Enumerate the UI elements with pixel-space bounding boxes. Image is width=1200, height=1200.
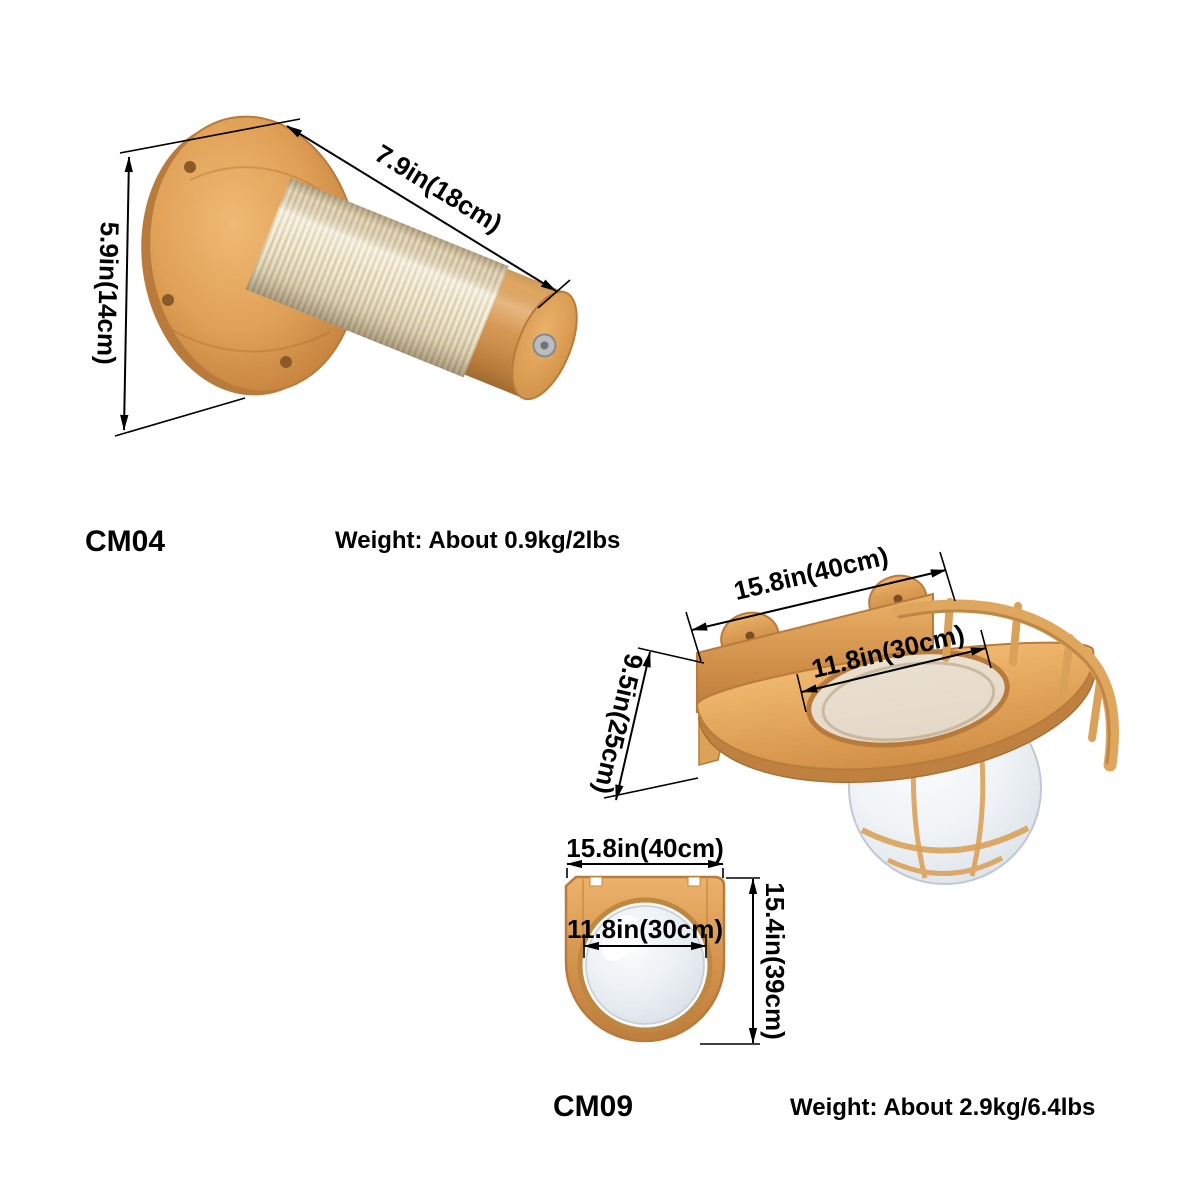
cm04-screw-hole (280, 356, 292, 368)
extension-line (537, 279, 571, 309)
cm04-screw-hole (162, 294, 174, 306)
cm04-diameter-dimension-label: 5.9in(14cm) (91, 221, 125, 365)
extension-line (685, 611, 702, 662)
cm04-screw-hole (184, 161, 196, 173)
cm04-end-screw-center (540, 341, 549, 350)
cm09-railing-baluster (1088, 678, 1104, 742)
cm04-weight-label: Weight: About 0.9kg/2lbs (335, 527, 620, 554)
extension-line (119, 118, 301, 154)
cm09-front-width-dimension-label: 15.8in(40cm) (566, 833, 724, 863)
cm09-dome-lattice (860, 825, 1030, 854)
cm09-railing (891, 598, 1119, 772)
cm09-perspective-illustration (695, 574, 1119, 885)
cm09-depth-dimension-line (615, 651, 651, 801)
cm09-top-inner-dimension-line (801, 647, 987, 693)
cm09-front-dimensions: 15.8in(40cm) 11.8in(30cm) 15.4in(39cm) (566, 833, 790, 1045)
cm04-diameter-dimension-line (120, 156, 133, 431)
cm09-railing-rail-shade (897, 609, 1111, 765)
cm09-front-notch (687, 876, 701, 887)
extension-line (796, 673, 807, 713)
cm09-front-inner-dimension-label: 11.8in(30cm) (567, 914, 723, 944)
cm09-front-notch (589, 876, 603, 887)
cm09-model-label: CM09 (553, 1090, 633, 1123)
extension-line (637, 647, 705, 664)
cm09-railing-rail (891, 599, 1119, 772)
cm04-illustration (141, 115, 578, 401)
cm04-post-wood-shading (464, 268, 566, 399)
extension-line (114, 397, 246, 437)
cm09-front-height-dimension-label: 15.4in(39cm) (760, 882, 790, 1040)
cm09-front-illustration (564, 875, 726, 1043)
cm04-model-label: CM04 (85, 525, 165, 558)
cm09-top-width-dimension-line (691, 569, 947, 631)
cm09-weight-label: Weight: About 2.9kg/6.4lbs (790, 1094, 1095, 1121)
cm09-depth-dimension-label: 9.5in(25cm) (588, 651, 649, 797)
extension-line (939, 551, 956, 602)
cm09-top-width-dimension-label: 15.8in(40cm) (731, 541, 891, 606)
cm04-length-dimension-line (286, 125, 557, 292)
